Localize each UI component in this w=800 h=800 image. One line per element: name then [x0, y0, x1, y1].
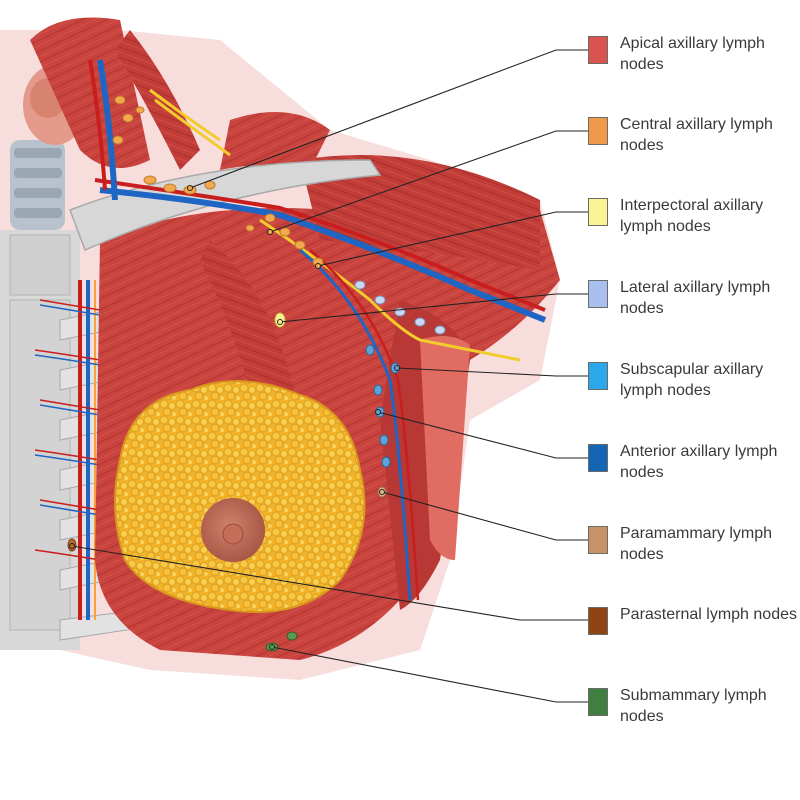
central-node-cluster	[245, 213, 324, 267]
leader-apical	[189, 49, 588, 189]
legend-item-submammary: Submammary lymph nodes	[588, 687, 798, 730]
swatch-lateral	[588, 280, 608, 308]
swatch-paramammary	[588, 526, 608, 554]
internal-thoracic-vessels	[34, 280, 101, 620]
legend-label-interpectoral: Interpectoral axillary lymph nodes	[620, 197, 764, 235]
legend-label-parasternal: Parasternal lymph nodes	[620, 606, 797, 623]
legend-item-subscapular: Subscapular axillary lymph nodes	[588, 361, 798, 404]
leader-lines	[69, 49, 588, 703]
legend-item-parasternal: Parasternal lymph nodes	[588, 606, 798, 649]
leader-interpectoral	[317, 211, 588, 267]
anterior-node-cluster	[365, 344, 400, 468]
legend-item-lateral: Lateral axillary lymph nodes	[588, 279, 798, 322]
leader-submammary	[271, 646, 588, 703]
leader-lateral	[279, 293, 588, 323]
axillary-vessels	[88, 59, 547, 601]
legend-label-central: Central axillary lymph nodes	[620, 116, 773, 154]
clavicle	[69, 159, 382, 252]
legend-label-lateral: Lateral axillary lymph nodes	[620, 279, 771, 317]
legend-label-apical: Apical axillary lymph nodes	[620, 35, 765, 73]
lateral-node-cluster	[354, 280, 446, 335]
leader-central	[269, 130, 588, 233]
leader-subscapular	[396, 367, 588, 377]
lymph-nodes	[67, 95, 446, 652]
swatch-parasternal	[588, 607, 608, 635]
swatch-central	[588, 117, 608, 145]
legend-item-central: Central axillary lymph nodes	[588, 116, 798, 159]
mammary-gland	[114, 380, 366, 613]
swatch-anterior	[588, 444, 608, 472]
apical-node-cluster	[112, 95, 216, 195]
swatch-submammary	[588, 688, 608, 716]
legend-item-interpectoral: Interpectoral axillary lymph nodes	[588, 197, 798, 240]
legend-label-anterior: Anterior axillary lymph nodes	[620, 443, 778, 481]
swatch-subscapular	[588, 362, 608, 390]
leader-anterior	[377, 411, 588, 459]
legend-label-subscapular: Subscapular axillary lymph nodes	[620, 361, 764, 399]
swatch-apical	[588, 36, 608, 64]
legend-label-submammary: Submammary lymph nodes	[620, 687, 767, 725]
legend-item-anterior: Anterior axillary lymph nodes	[588, 443, 798, 486]
legend-item-paramammary: Paramammary lymph nodes	[588, 525, 798, 568]
legend-item-apical: Apical axillary lymph nodes	[588, 35, 798, 78]
leader-paramammary	[381, 491, 588, 541]
legend-label-paramammary: Paramammary lymph nodes	[620, 525, 773, 563]
swatch-interpectoral	[588, 198, 608, 226]
leader-parasternal	[71, 545, 588, 621]
